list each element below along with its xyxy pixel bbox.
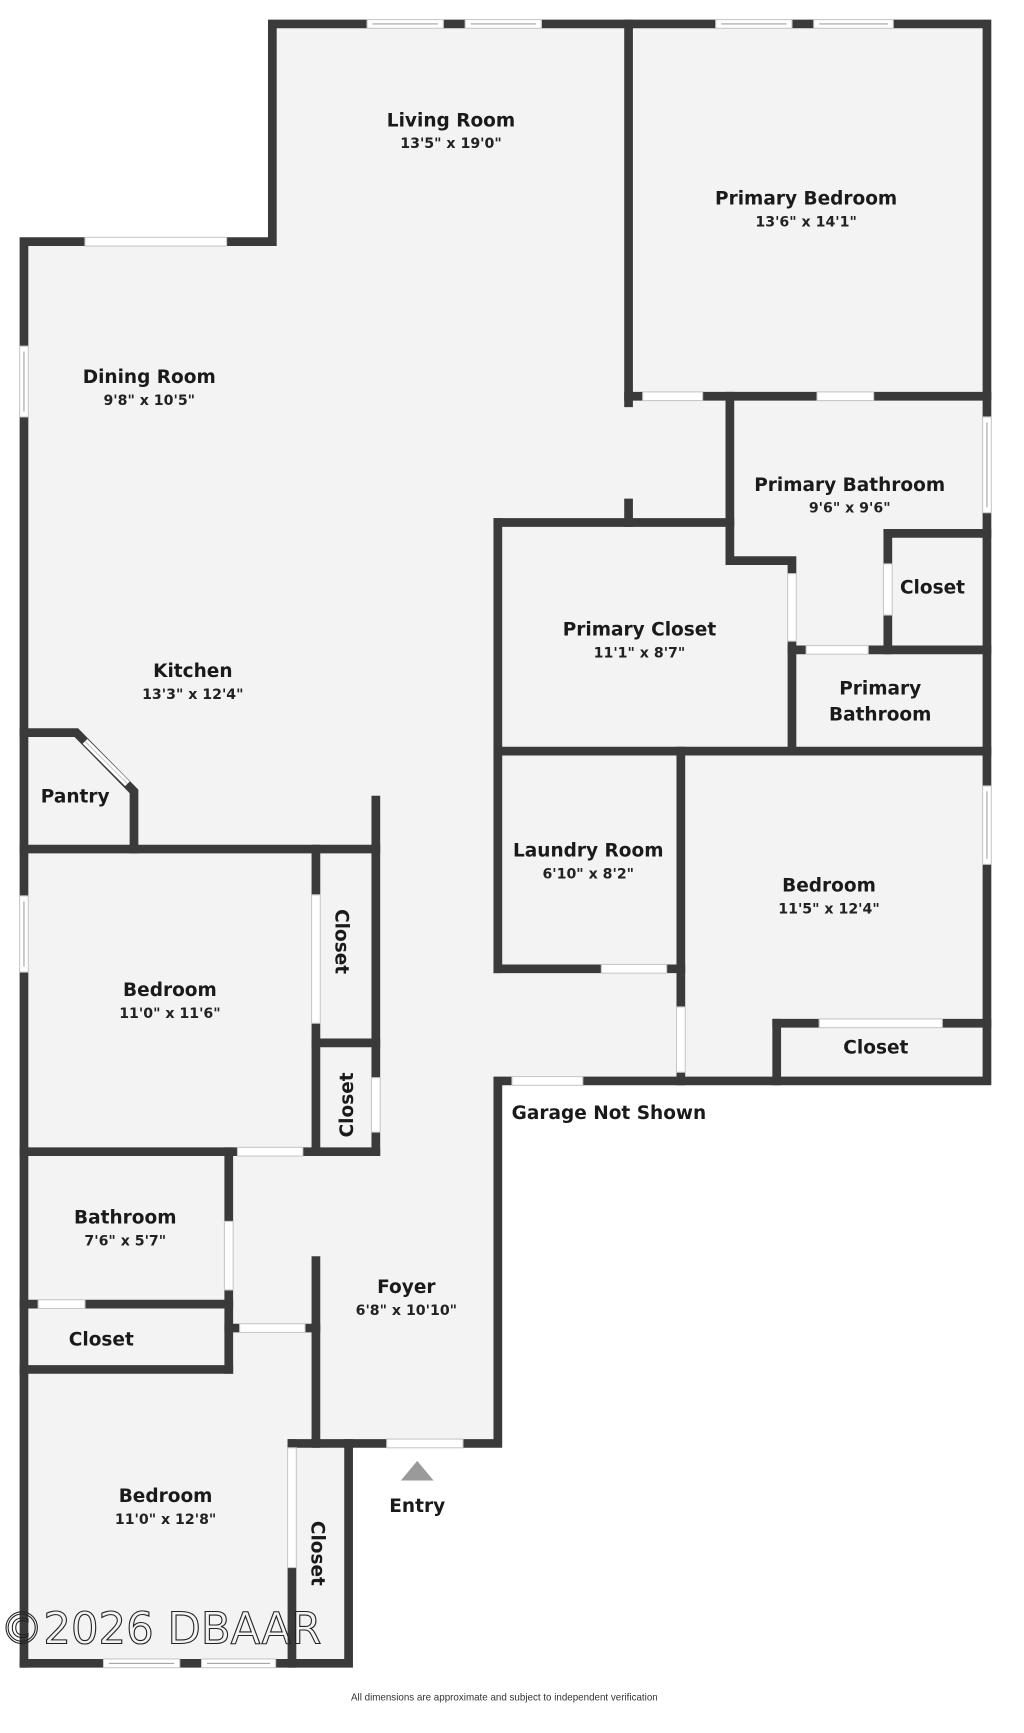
garage-note: Garage Not Shown: [512, 1103, 707, 1124]
room-name-living-room: Living Room: [387, 110, 515, 131]
room-name-primary-bathroom-2-line2: Bathroom: [829, 705, 931, 726]
room-name-hall-closet: Closet: [69, 1329, 134, 1350]
room-dims-bathroom: 7'6" x 5'7": [84, 1233, 166, 1249]
room-name-bedroom-east-closet: Closet: [843, 1038, 908, 1059]
room-name-primary-bathroom: Primary Bathroom: [754, 475, 945, 496]
entry-label: Entry: [389, 1496, 445, 1517]
room-name-pantry: Pantry: [41, 786, 110, 807]
room-name-primary-bathroom-2-line1: Primary: [839, 679, 921, 700]
room-name-bedroom-east: Bedroom: [782, 876, 876, 897]
room-dims-primary-bathroom: 9'6" x 9'6": [809, 501, 891, 517]
room-name-south-closet: Closet: [307, 1521, 328, 1586]
room-name-laundry-room: Laundry Room: [513, 841, 663, 862]
room-name-bathroom: Bathroom: [74, 1208, 176, 1229]
room-name-bedroom-south: Bedroom: [119, 1486, 213, 1507]
room-dims-bedroom-west: 11'0" x 11'6": [119, 1006, 220, 1022]
room-name-foyer: Foyer: [377, 1277, 436, 1298]
room-dims-kitchen: 13'3" x 12'4": [142, 687, 243, 703]
room-dims-primary-closet: 11'1" x 8'7": [594, 645, 686, 661]
room-name-bedroom-west: Bedroom: [123, 980, 217, 1001]
room-dims-living-room: 13'5" x 19'0": [400, 136, 501, 152]
floor-fill: [23, 23, 987, 1664]
room-name-west-closet-1: Closet: [331, 909, 352, 974]
room-name-dining-room: Dining Room: [83, 367, 216, 388]
room-dims-laundry-room: 6'10" x 8'2": [542, 866, 634, 882]
room-name-primary-bedroom: Primary Bedroom: [715, 189, 897, 210]
room-name-west-closet-2: Closet: [337, 1072, 358, 1137]
room-name-kitchen: Kitchen: [153, 661, 232, 682]
disclaimer-footer: All dimensions are approximate and subje…: [351, 1692, 658, 1703]
room-dims-dining-room: 9'8" x 10'5": [103, 393, 195, 409]
room-dims-bedroom-east: 11'5" x 12'4": [778, 901, 879, 917]
room-dims-bedroom-south: 11'0" x 12'8": [115, 1512, 216, 1528]
room-name-bath-closet: Closet: [900, 577, 965, 598]
copyright-watermark: ©2026 DBAAR: [0, 1605, 321, 1655]
room-dims-foyer: 6'8" x 10'10": [356, 1303, 457, 1319]
entry-arrow-icon: [400, 1460, 434, 1481]
room-name-primary-closet: Primary Closet: [563, 620, 717, 641]
room-dims-primary-bedroom: 13'6" x 14'1": [755, 214, 856, 230]
room-labels: Living Room 13'5" x 19'0" Primary Bedroo…: [41, 110, 965, 1586]
openings: [19, 19, 992, 1669]
